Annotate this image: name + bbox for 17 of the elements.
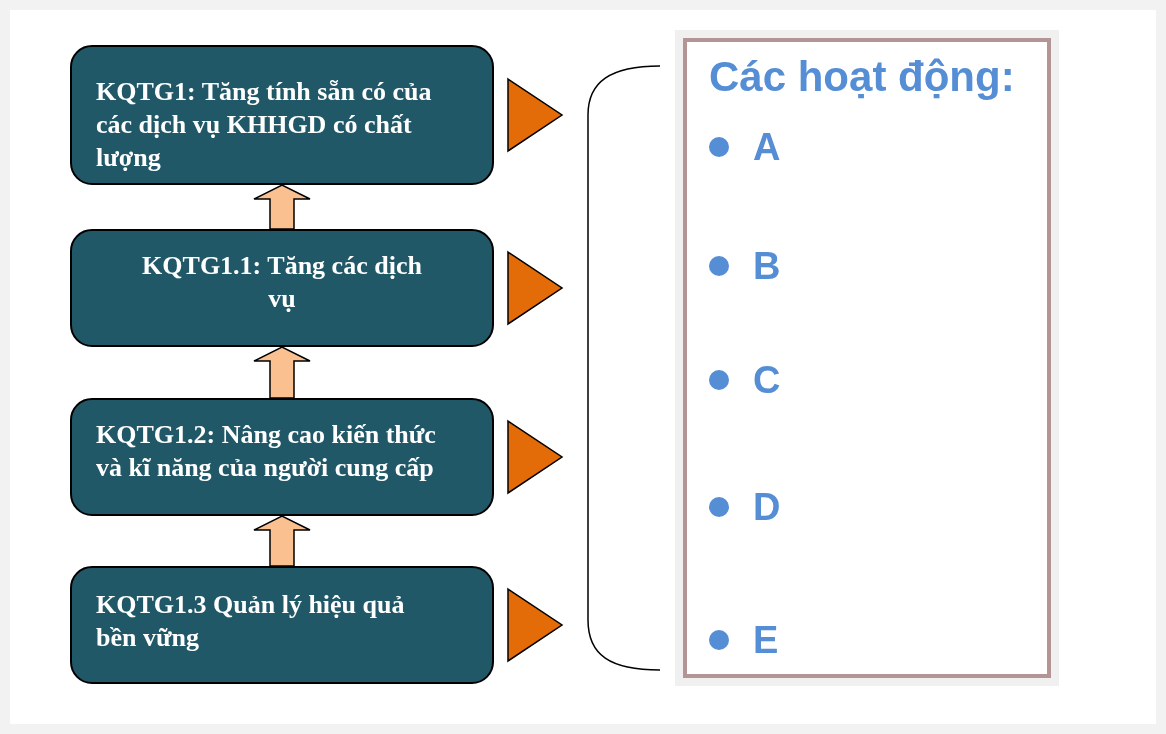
box-text: KQTG1: Tăng tính sẵn có của các dịch vụ KHHGD có chất lượng	[96, 76, 433, 174]
block-arrow	[253, 515, 311, 567]
list-item: C	[753, 358, 781, 402]
box-text: KQTG1.1: Tăng các dịch vụ	[141, 250, 423, 315]
block-arrow	[253, 346, 311, 399]
block-arrow	[253, 184, 311, 230]
box-text: KQTG1.2: Nâng cao kiến thức và kĩ năng của người cung cấp	[96, 419, 437, 484]
box-text: KQTG1.3 Quản lý hiệu quả bền vững	[96, 589, 406, 654]
list-item: A	[753, 125, 781, 169]
result-box	[70, 229, 494, 347]
result-box	[70, 45, 494, 185]
result-box	[70, 566, 494, 684]
list-item: B	[753, 244, 781, 288]
panel-heading: Các hoạt động:	[709, 54, 1015, 100]
list-item: E	[753, 618, 779, 662]
result-box	[70, 398, 494, 516]
list-item: D	[753, 485, 781, 529]
